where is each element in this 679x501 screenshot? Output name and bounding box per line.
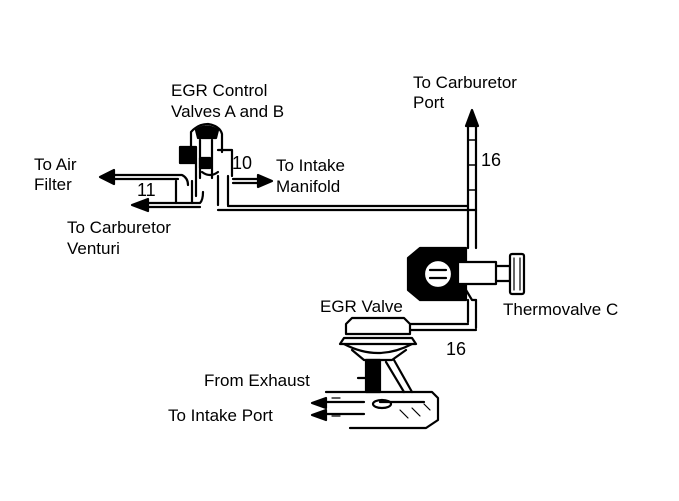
egr-control-label-line2: Valves A and B (171, 102, 285, 121)
thermovalve-c-label: Thermovalve C (503, 300, 619, 319)
to-intake-port-label: To Intake Port (168, 406, 273, 425)
to-carburetor-port-label-line1: To Carburetor (413, 73, 517, 92)
to-air-filter-label-line1: To Air (34, 155, 77, 174)
exhaust-intake-passage (310, 390, 440, 430)
to-carburetor-venturi-label-line1: To Carburetor (67, 218, 171, 237)
egr-control-label-line1: EGR Control (171, 81, 268, 100)
thermovalve-c (406, 246, 526, 302)
hose-number-11: 11 (137, 180, 156, 200)
hose-number-10: 10 (232, 153, 253, 173)
from-exhaust-label: From Exhaust (204, 371, 310, 390)
hose-to-air-filter (98, 168, 190, 187)
to-intake-manifold-label-line2: Manifold (276, 177, 341, 196)
egr-valve (338, 316, 418, 394)
hose-16-lower (408, 298, 478, 332)
hose-10-to-intake-manifold (231, 173, 274, 189)
to-carburetor-port-label-line2: Port (413, 93, 445, 112)
egr-valve-label: EGR Valve (320, 297, 403, 316)
hose-16-to-carburetor-port (464, 108, 480, 250)
hose-11-to-carburetor-venturi (130, 179, 205, 213)
hose-number-16-lower: 16 (446, 339, 467, 359)
to-intake-manifold-label-line1: To Intake (276, 156, 345, 175)
egr-control-valves-ab (178, 122, 234, 207)
hose-16-main-line (216, 204, 478, 212)
to-air-filter-label-line2: Filter (34, 175, 72, 194)
to-carburetor-venturi-label-line2: Venturi (67, 239, 120, 258)
hose-number-16-upper: 16 (481, 150, 502, 170)
